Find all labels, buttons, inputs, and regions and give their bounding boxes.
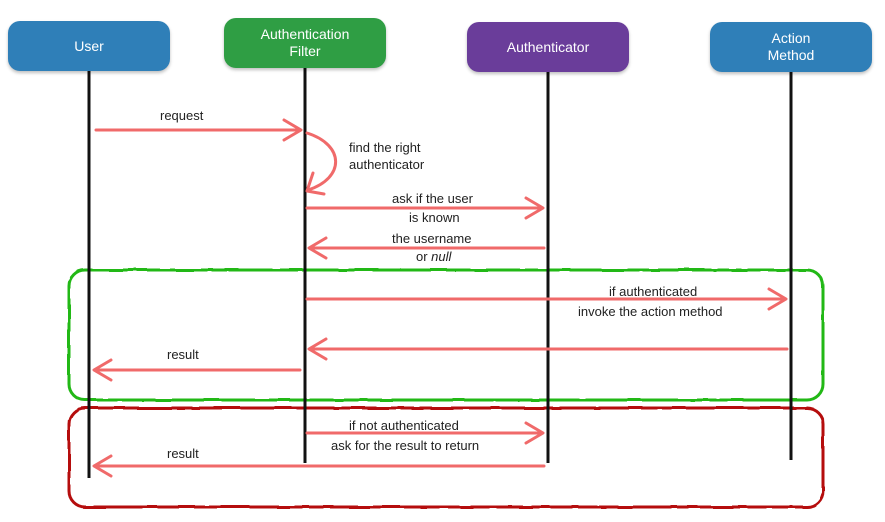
request-label: request [160,108,204,123]
find-authenticator-self-arrow [305,131,337,196]
null-text: null [431,249,452,264]
username-or-text: or [416,249,432,264]
ask-user-known-arrow [305,196,545,220]
result-label-authenticated: result [167,347,199,362]
request-arrow [94,118,303,142]
authenticated-group-box [67,268,825,402]
actor-action-method: Action Method [710,22,872,72]
not-authenticated-group-box [67,406,825,509]
find-authenticator-label-2: authenticator [349,157,425,172]
ask-user-label-2: is known [409,210,460,225]
result-label-not-authenticated: result [167,446,199,461]
ask-user-label-1: ask if the user [392,191,473,206]
ask-result-arrow [305,421,545,445]
actor-authenticator: Authenticator [467,22,629,72]
action-return-arrow [307,337,789,361]
result-arrow-not-authenticated [92,454,546,478]
username-label-1: the username [392,231,472,246]
actor-authentication-filter: Authentication Filter [224,18,386,68]
username-return-arrow [307,236,546,260]
username-label-2: or null [416,248,451,265]
if-not-authenticated-label-2: ask for the result to return [331,438,480,453]
if-authenticated-label-2: invoke the action method [578,304,723,319]
if-authenticated-label-1: if authenticated [609,284,698,299]
result-arrow-authenticated [92,358,302,382]
find-authenticator-label-1: find the right [349,140,421,155]
invoke-action-arrow [305,287,788,311]
actor-user: User [8,21,170,71]
if-not-authenticated-label-1: if not authenticated [349,418,459,433]
